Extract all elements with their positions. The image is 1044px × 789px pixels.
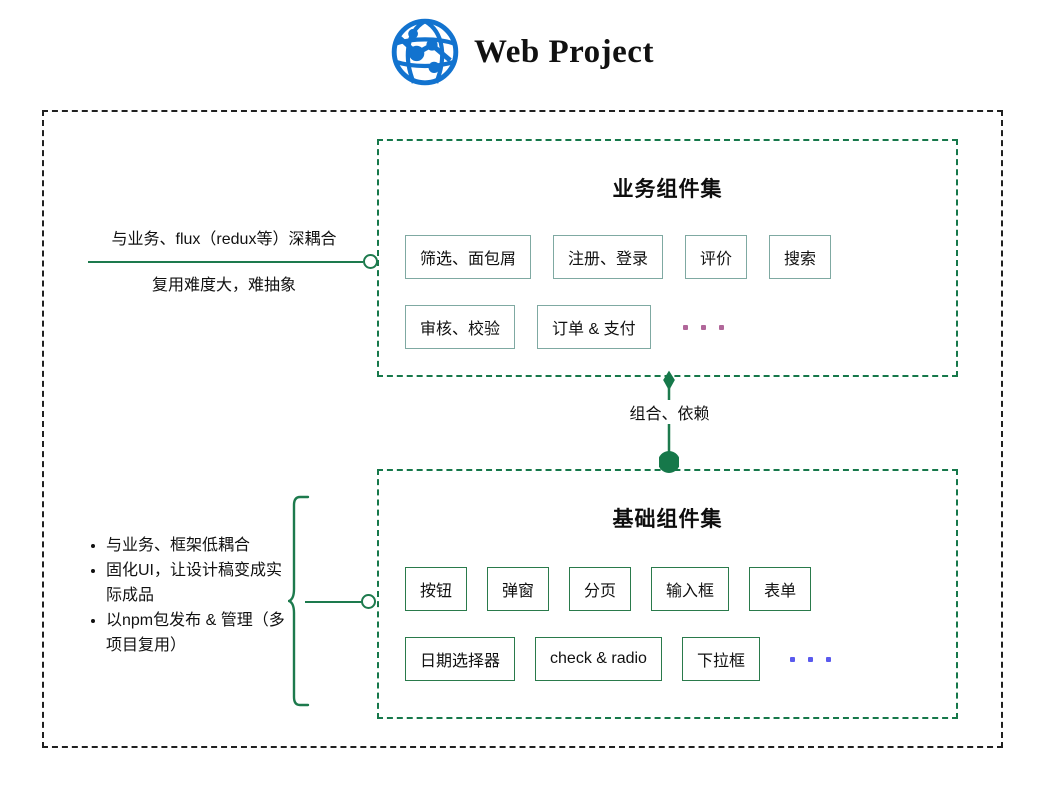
chip-business-order-payment[interactable]: 订单 & 支付 bbox=[537, 305, 651, 349]
group-title-base: 基础组件集 bbox=[612, 508, 723, 531]
note-business-line-2: 复用难度大，难抽象 bbox=[151, 277, 296, 294]
chip-business-audit-validate[interactable]: 审核、校验 bbox=[405, 305, 516, 349]
base-chip-row-1: 按钮 弹窗 分页 输入框 表单 bbox=[405, 567, 812, 611]
note-base-bullet-3: 以npm包发布 & 管理（多项目复用） bbox=[106, 608, 294, 658]
outer-boundary bbox=[42, 110, 1003, 748]
chip-base-button[interactable]: 按钮 bbox=[405, 567, 468, 611]
chip-business-register-login[interactable]: 注册、登录 bbox=[553, 235, 664, 279]
note-business-rule bbox=[88, 261, 363, 263]
composition-connector-label: 组合、依赖 bbox=[607, 400, 732, 424]
group-title-business: 业务组件集 bbox=[612, 178, 723, 201]
business-more-ellipsis-icon bbox=[673, 305, 734, 349]
note-base-bullet-list: 与业务、框架低耦合 固化UI，让设计稿变成实际成品 以npm包发布 & 管理（多… bbox=[84, 533, 294, 658]
filled-circle-icon bbox=[659, 451, 679, 473]
chip-base-modal[interactable]: 弹窗 bbox=[487, 567, 550, 611]
business-chip-row-2: 审核、校验 订单 & 支付 bbox=[405, 305, 734, 349]
chip-business-review[interactable]: 评价 bbox=[685, 235, 748, 279]
note-business-line-1: 与业务、flux（redux等）深耦合 bbox=[111, 231, 337, 248]
note-base-bullet-1: 与业务、框架低耦合 bbox=[106, 533, 294, 558]
network-globe-icon bbox=[391, 18, 459, 86]
chip-base-pagination[interactable]: 分页 bbox=[569, 567, 632, 611]
business-chip-row-1: 筛选、面包屑 注册、登录 评价 搜索 bbox=[405, 235, 832, 279]
group-business-components: 业务组件集 筛选、面包屑 注册、登录 评价 搜索 审核、校验 订单 & 支付 bbox=[377, 139, 958, 377]
chip-base-datepicker[interactable]: 日期选择器 bbox=[405, 637, 516, 681]
curly-brace-icon bbox=[288, 495, 310, 707]
chip-base-form[interactable]: 表单 bbox=[749, 567, 812, 611]
page-title: Web Project bbox=[474, 33, 654, 70]
base-chip-row-2: 日期选择器 check & radio 下拉框 bbox=[405, 637, 841, 681]
note-business-coupling: 与业务、flux（redux等）深耦合 复用难度大，难抽象 bbox=[88, 225, 378, 301]
chip-base-input[interactable]: 输入框 bbox=[651, 567, 730, 611]
chip-business-filter-breadcrumb[interactable]: 筛选、面包屑 bbox=[405, 235, 532, 279]
note-business-connector-circle-icon bbox=[363, 254, 378, 269]
page-header: Web Project bbox=[0, 8, 1044, 96]
filled-diamond-icon bbox=[663, 370, 675, 391]
chip-business-search[interactable]: 搜索 bbox=[769, 235, 832, 279]
chip-base-select[interactable]: 下拉框 bbox=[681, 637, 760, 681]
note-base-bullet-2: 固化UI，让设计稿变成实际成品 bbox=[106, 558, 294, 608]
note-base-benefits: 与业务、框架低耦合 固化UI，让设计稿变成实际成品 以npm包发布 & 管理（多… bbox=[84, 533, 294, 658]
note-base-connector-circle-icon bbox=[361, 594, 376, 609]
base-more-ellipsis-icon bbox=[780, 637, 841, 681]
note-base-connector-line bbox=[305, 601, 363, 603]
group-base-components: 基础组件集 按钮 弹窗 分页 输入框 表单 日期选择器 check & radi… bbox=[377, 469, 958, 719]
chip-base-check-radio[interactable]: check & radio bbox=[535, 637, 662, 681]
